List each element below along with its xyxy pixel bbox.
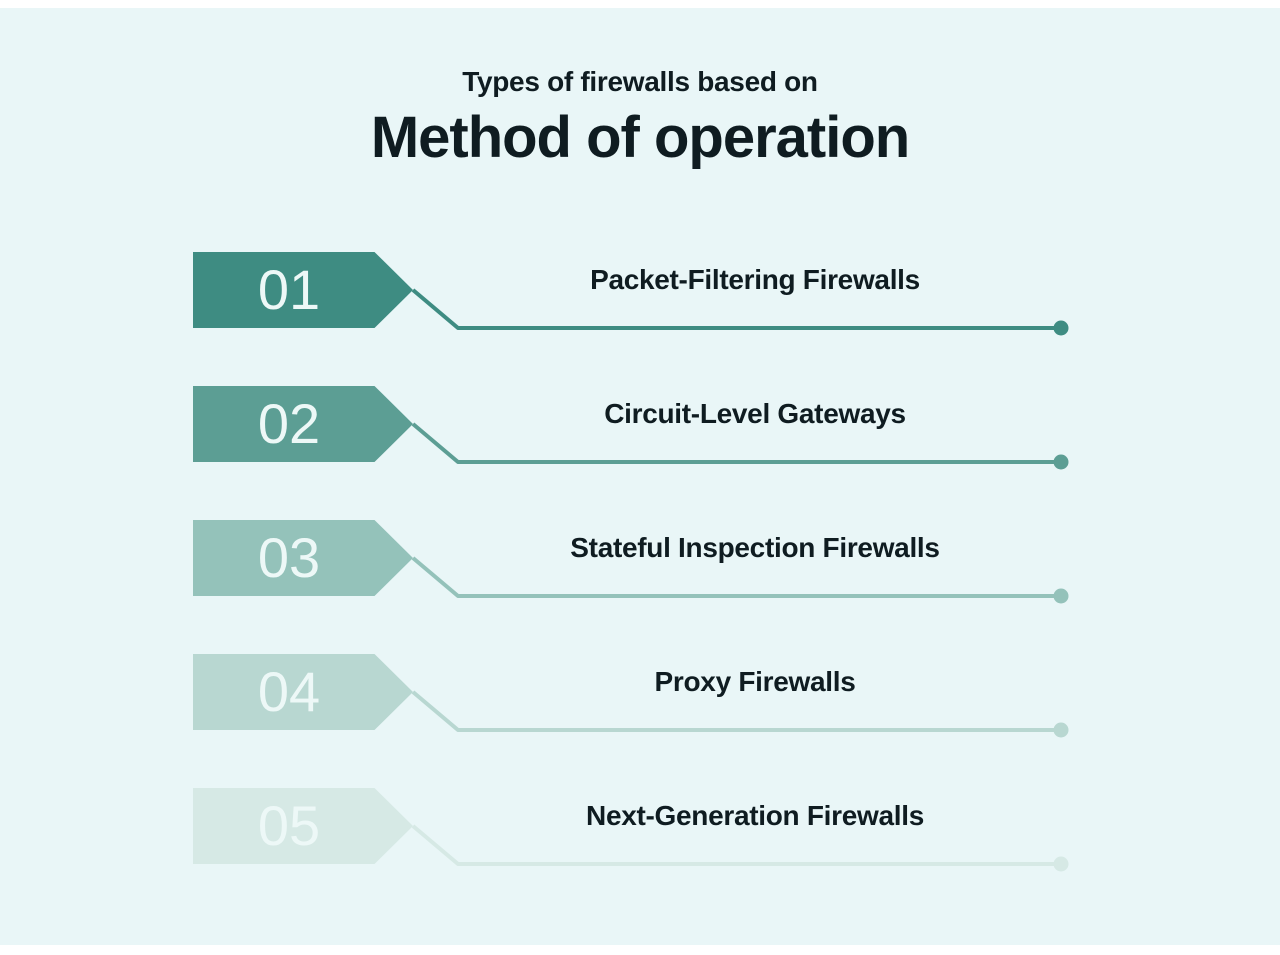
item-number: 04 [257,660,321,723]
item-number-badge: 02 [193,386,413,462]
bottom-white-strip [0,945,1280,955]
line-end-dot [1053,856,1069,872]
item-number: 01 [257,258,321,321]
line-end-dot [1053,454,1069,470]
connector-line [411,824,1069,872]
connector-path [411,690,1054,732]
connector-line [411,422,1069,470]
item-number-badge: 03 [193,520,413,596]
line-end-dot [1053,722,1069,738]
connector-path [411,556,1054,598]
top-white-strip [0,0,1280,8]
list-item: 05 Next-Generation Firewalls [0,788,1280,872]
list-item: 03 Stateful Inspection Firewalls [0,520,1280,604]
item-label: Circuit-Level Gateways [604,398,906,429]
connector-line [411,556,1069,604]
item-number: 02 [257,392,321,455]
item-number-badge: 05 [193,788,413,864]
item-number-badge: 04 [193,654,413,730]
connector-line [411,690,1069,738]
list-item: 01 Packet-Filtering Firewalls [0,252,1280,336]
item-number: 03 [257,526,321,589]
item-label: Stateful Inspection Firewalls [570,532,940,563]
list-item: 02 Circuit-Level Gateways [0,386,1280,470]
list-item: 04 Proxy Firewalls [0,654,1280,738]
line-end-dot [1053,320,1069,336]
item-label: Proxy Firewalls [654,666,856,697]
line-end-dot [1053,588,1069,604]
item-number: 05 [257,794,321,857]
infographic-title: Method of operation [370,105,910,170]
connector-path [411,288,1054,330]
item-label: Next-Generation Firewalls [586,800,924,831]
connector-line [411,288,1069,336]
item-number-badge: 01 [193,252,413,328]
infographic-subtitle: Types of firewalls based on [462,66,818,97]
connector-path [411,824,1054,866]
item-label: Packet-Filtering Firewalls [590,264,920,295]
connector-path [411,422,1054,464]
